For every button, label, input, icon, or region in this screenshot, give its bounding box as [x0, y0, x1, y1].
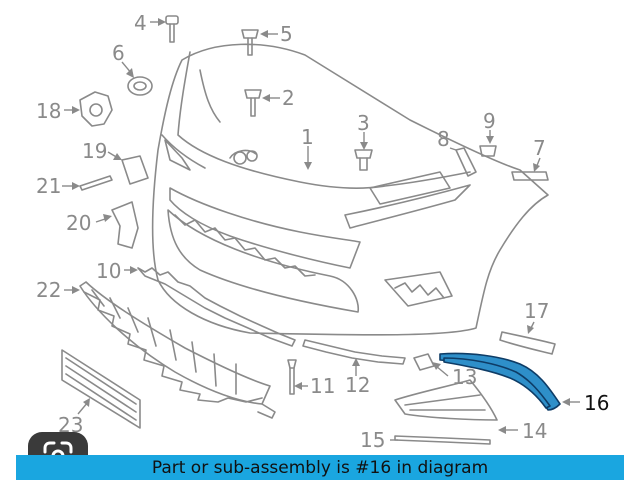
callout-7: 7 [533, 136, 546, 160]
part-8-strip [455, 147, 477, 177]
part-23-lower-grille [61, 349, 141, 429]
caption-text: Part or sub-assembly is #16 in diagram [151, 457, 489, 478]
callout-8: 8 [437, 127, 450, 151]
callout-11: 11 [310, 374, 335, 398]
callout-1: 1 [301, 125, 314, 149]
callout-17: 17 [524, 299, 549, 323]
callout-12: 12 [345, 373, 370, 397]
callout-20: 20 [66, 211, 91, 235]
callout-6: 6 [112, 41, 125, 65]
callout-19: 19 [82, 139, 107, 163]
part-10-strip [137, 267, 296, 347]
part-3-clip [354, 149, 373, 171]
caption-bar: Part or sub-assembly is #16 in diagram [16, 455, 624, 480]
callout-13: 13 [452, 365, 477, 389]
part-22-grille [79, 281, 276, 419]
part-2-screw [244, 89, 262, 117]
part-7-strip [511, 171, 549, 181]
callout-22: 22 [36, 278, 61, 302]
callout-3: 3 [357, 111, 370, 135]
part-21-rod [79, 175, 113, 191]
callout-18: 18 [36, 99, 61, 123]
callout-21: 21 [36, 174, 61, 198]
callout-14: 14 [522, 419, 547, 443]
part-13-clip [413, 353, 435, 371]
part-18-sensor [79, 91, 113, 127]
callout-2: 2 [282, 86, 295, 110]
part-9-plug [479, 145, 497, 157]
callout-9: 9 [483, 109, 496, 133]
callout-16: 16 [584, 391, 609, 415]
leader-lines [62, 18, 580, 441]
part-16-highlighted-trim [439, 352, 561, 411]
part-15-strip [394, 435, 491, 445]
part-11-pin [287, 359, 297, 395]
callout-labels: 4 5 6 2 18 3 9 1 8 7 19 21 20 10 22 17 1… [36, 11, 609, 452]
callout-5: 5 [280, 22, 293, 46]
part-5-screw [241, 29, 259, 56]
part-17-strip [499, 331, 556, 355]
callout-4: 4 [134, 11, 147, 35]
part-19-bracket [121, 155, 149, 185]
part-1-bumper-cover [151, 43, 549, 336]
part-20-bracket [111, 201, 139, 249]
part-14-trim [394, 379, 498, 421]
part-4-bolt [165, 15, 179, 43]
callout-10: 10 [96, 259, 121, 283]
part-6-cap [127, 76, 153, 96]
callout-15: 15 [360, 428, 385, 452]
part-12-strip [302, 339, 406, 365]
